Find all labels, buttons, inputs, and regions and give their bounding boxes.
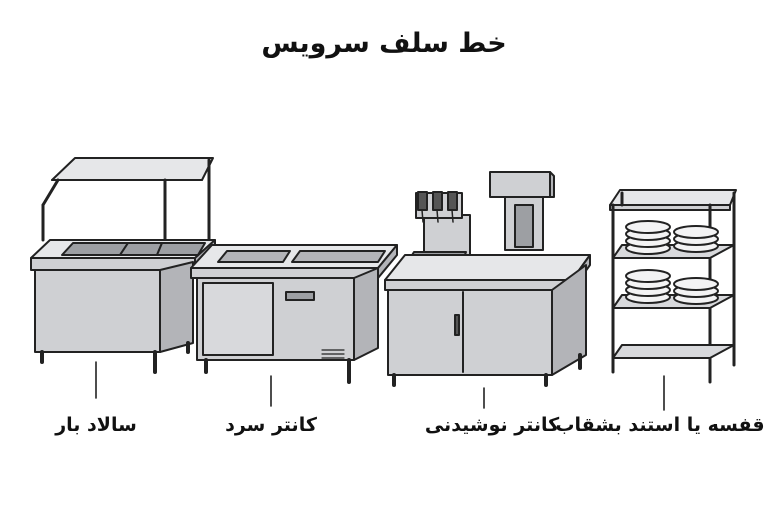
label-beverage-counter: کانتر نوشیدنی bbox=[424, 414, 560, 436]
label-salad-bar: سالاد بار bbox=[55, 414, 137, 436]
salad-bar bbox=[30, 157, 216, 374]
diagram-title: خط سلف سرویس bbox=[261, 28, 507, 59]
beverage-counter bbox=[384, 171, 591, 387]
label-cold-counter: کانتر سرد bbox=[225, 414, 317, 436]
label-plate-rack: قفسه یا استند بشقاب bbox=[555, 414, 765, 436]
cold-counter bbox=[190, 244, 398, 384]
plate-rack bbox=[609, 189, 737, 384]
